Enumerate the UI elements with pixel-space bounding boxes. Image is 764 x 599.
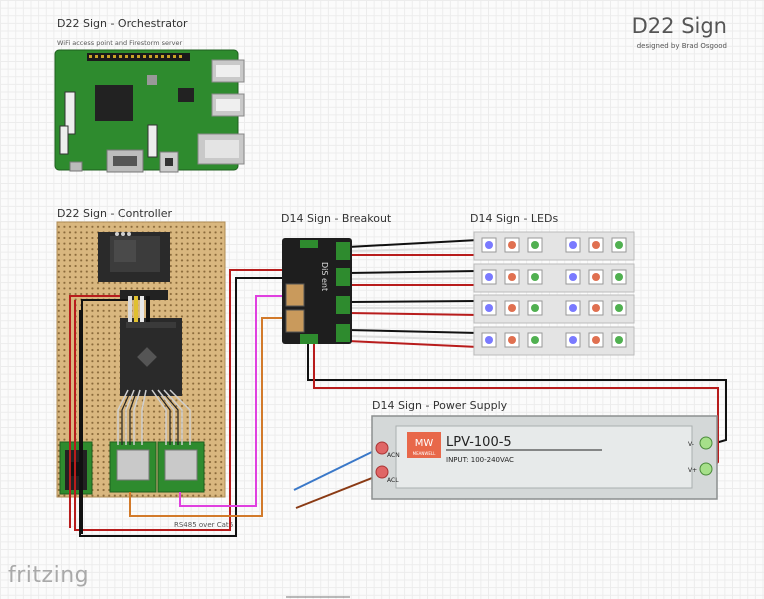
controller-label: D22 Sign - Controller: [57, 207, 173, 220]
raspberry-pi-board: [54, 49, 245, 173]
led-strip-3: [473, 294, 635, 324]
orchestrator-sublabel: WiFi access point and Firestorm server: [57, 39, 183, 47]
led-strip-4: [473, 326, 635, 356]
breakout-board: DiS ent: [282, 238, 352, 344]
terminal-acl-label: ACL: [387, 477, 399, 484]
psu-model: LPV-100-5: [446, 435, 512, 450]
power-supply: MW MEANWELL LPV-100-5 INPUT: 100-240VAC …: [371, 415, 718, 500]
led-strip-2: [473, 263, 635, 293]
cable-note: RS485 over Cat6: [174, 521, 234, 529]
psu-input-spec: INPUT: 100-240VAC: [446, 456, 514, 464]
breakout-board-text: DiS ent: [320, 262, 329, 291]
fritzing-logo: fritzing: [8, 563, 90, 588]
leds-label: D14 Sign - LEDs: [470, 212, 559, 225]
led-strips: [473, 231, 635, 356]
wire-harness: [69, 269, 727, 537]
terminal-vminus-label: V-: [688, 441, 694, 448]
orchestrator-label: D22 Sign - Orchestrator: [57, 17, 188, 30]
terminal-acn-label: ACN: [387, 452, 400, 459]
psu-brand: MW: [415, 438, 434, 449]
diagram-byline: designed by Brad Osgood: [636, 42, 727, 50]
terminal-vplus-label: V+: [688, 467, 697, 474]
led-feed-wires: [347, 239, 479, 348]
led-strip-1: [473, 231, 635, 261]
diagram-title: D22 Sign: [631, 14, 727, 38]
power-supply-label: D14 Sign - Power Supply: [372, 399, 508, 412]
controller-perfboard: [56, 221, 226, 498]
meanwell-logo: [407, 432, 441, 458]
psu-brand-sub: MEANWELL: [413, 451, 436, 456]
breakout-label: D14 Sign - Breakout: [281, 212, 392, 225]
